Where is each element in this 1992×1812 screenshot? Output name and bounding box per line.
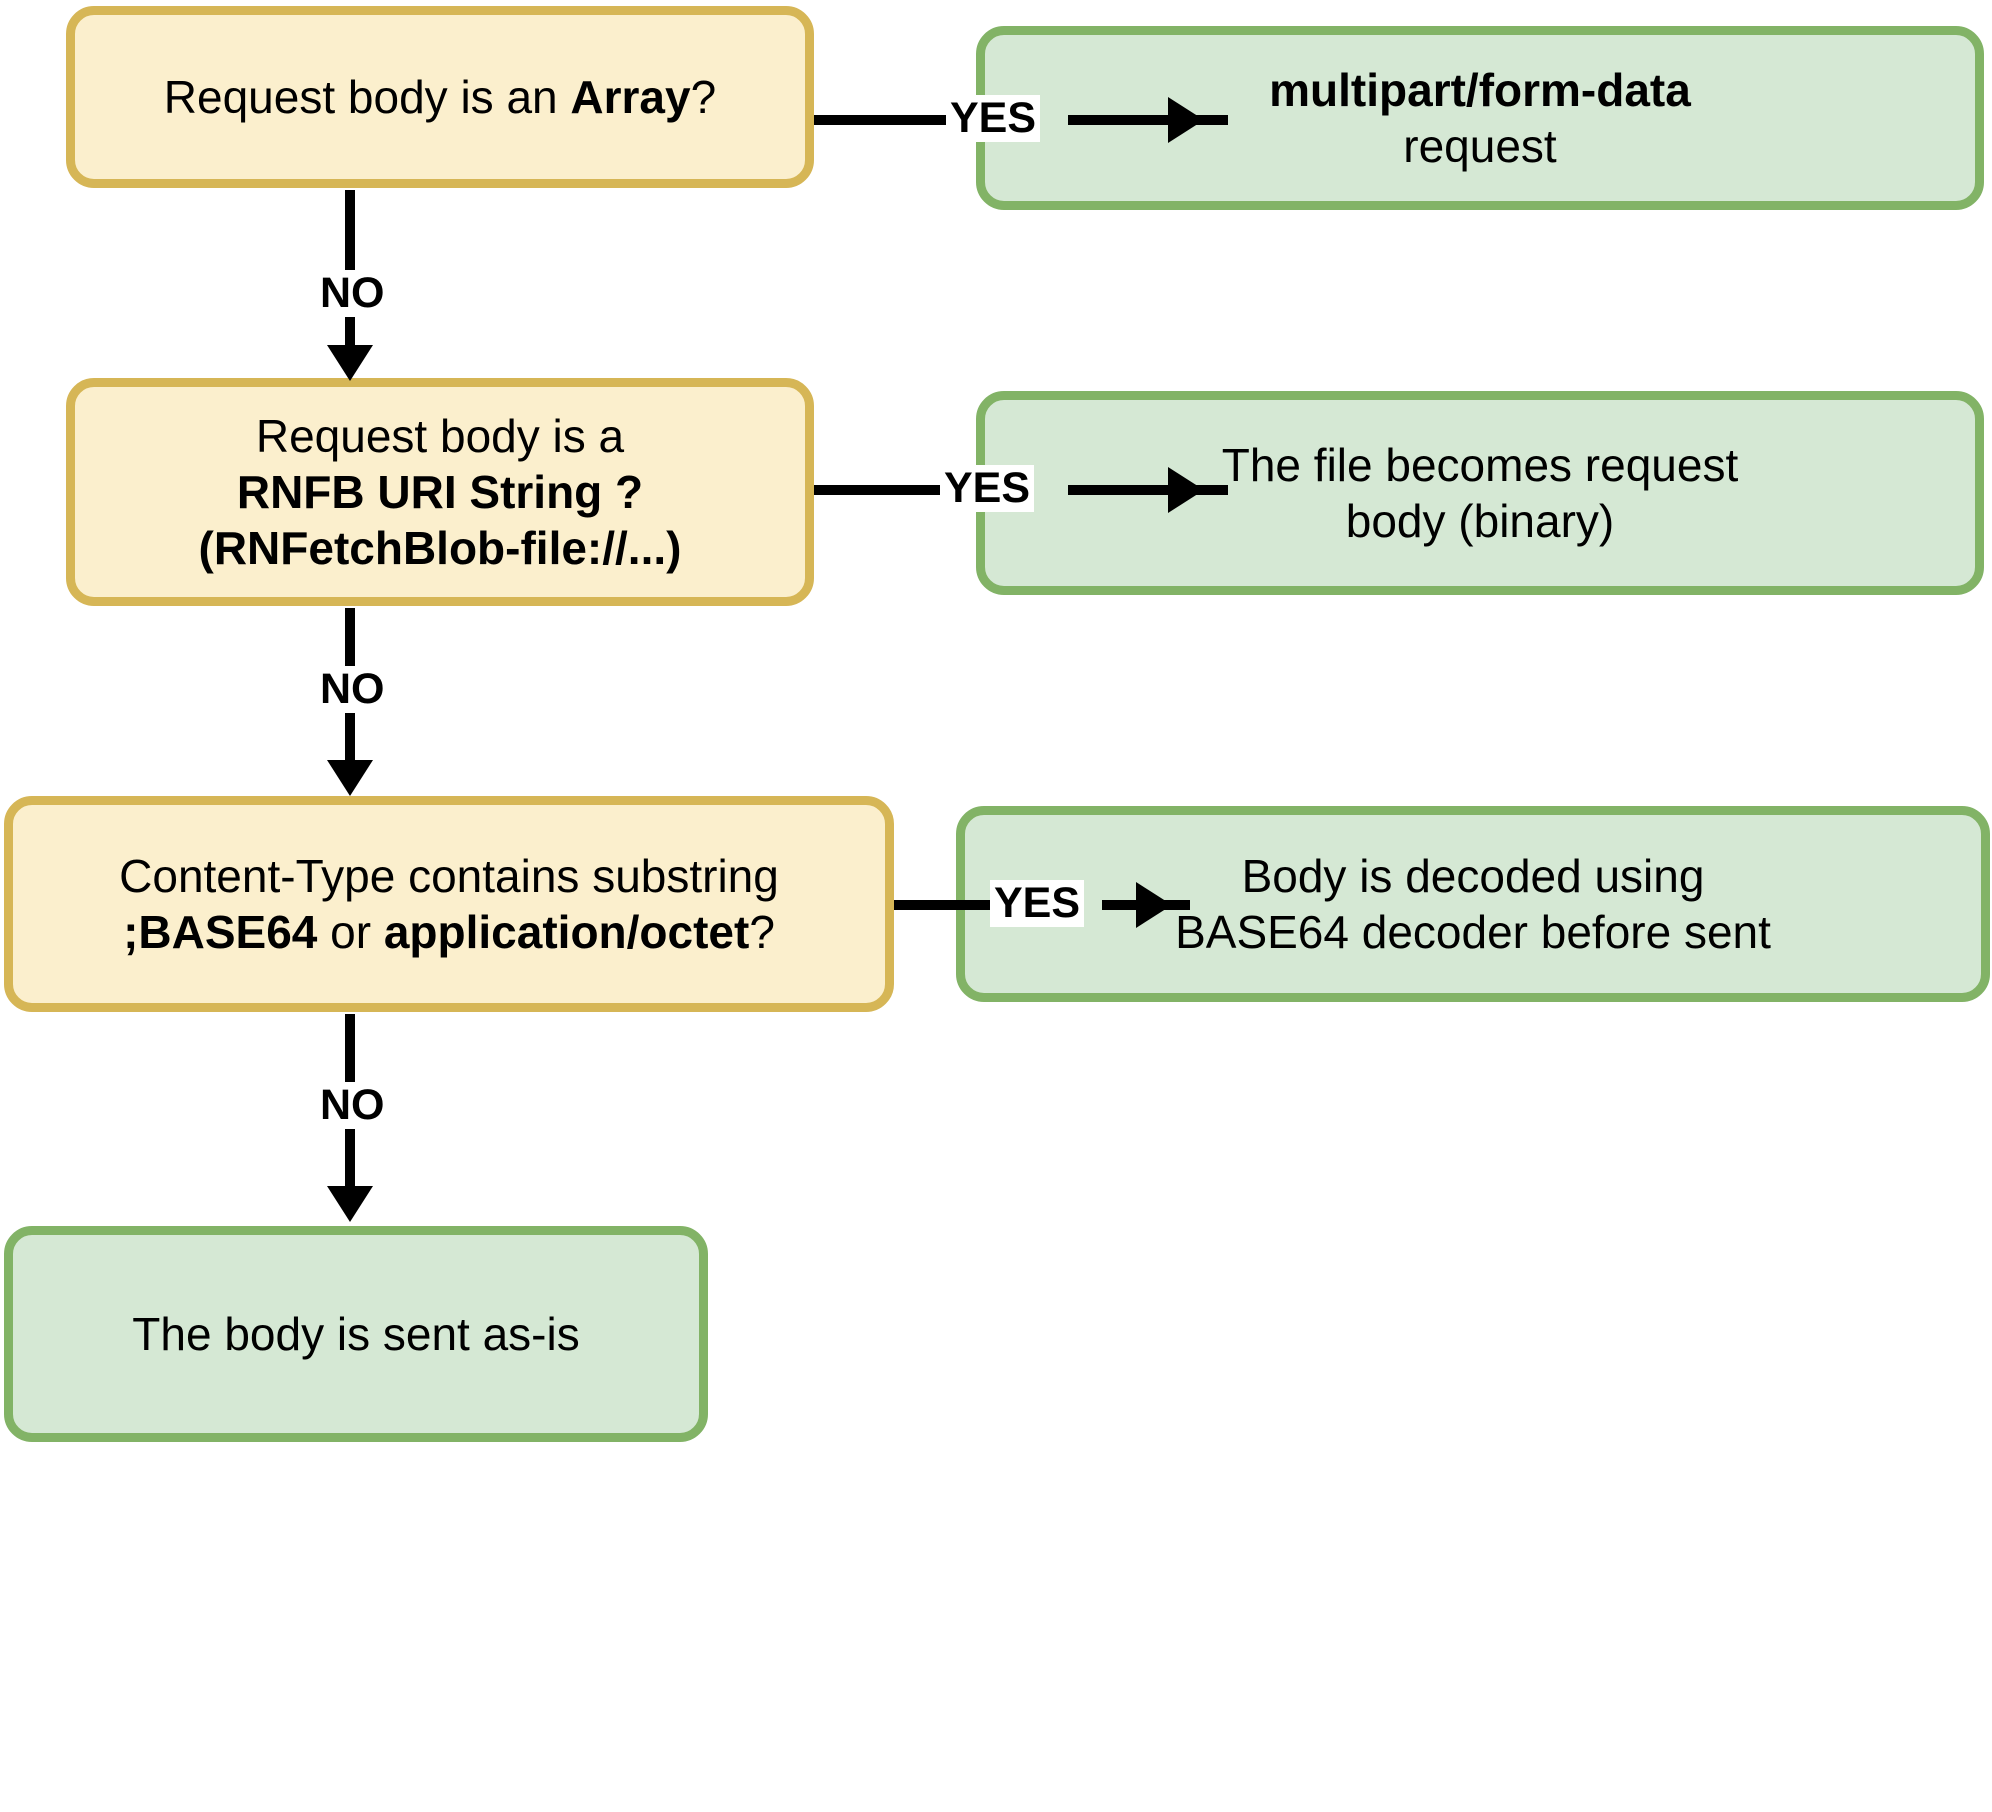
edge-yes-3-line-left <box>894 900 998 910</box>
content-type-check-line1: Content-Type contains substring <box>119 849 779 902</box>
content-type-check-tail: ? <box>749 906 775 958</box>
edge-label-yes-3: YES <box>990 880 1085 927</box>
decision-node-content-type-check-label: Content-Type contains substring;BASE64 o… <box>13 848 885 960</box>
decision-node-content-type-check: Content-Type contains substring;BASE64 o… <box>4 796 894 1012</box>
terminal-node-as-is-result-label: The body is sent as-is <box>13 1306 699 1362</box>
rnfb-check-line3: (RNFetchBlob-file://...) <box>198 522 682 575</box>
array-check-text-bold: Array <box>570 70 691 123</box>
content-type-check-plain: or <box>317 906 384 958</box>
edge-label-yes-1: YES <box>946 95 1041 142</box>
edge-no-2-arrowhead <box>327 760 373 796</box>
content-type-check-bold-a: ;BASE64 <box>123 906 318 958</box>
edge-label-no-2: NO <box>316 666 389 713</box>
base64-result-line1: Body is decoded using <box>1241 849 1705 902</box>
as-is-result-line1: The body is sent as-is <box>132 1307 580 1360</box>
edge-label-yes-2: YES <box>940 465 1035 512</box>
decision-node-array-check-label: Request body is an Array? <box>75 69 805 125</box>
multipart-result-line2: request <box>1403 120 1557 172</box>
edge-yes-1-line-left <box>814 115 954 125</box>
terminal-node-as-is-result: The body is sent as-is <box>4 1226 708 1442</box>
file-body-result-line2: body (binary) <box>1345 495 1615 547</box>
edge-no-3-arrowhead <box>327 1186 373 1222</box>
edge-yes-1-line-right <box>1068 115 1228 125</box>
decision-node-array-check: Request body is an Array? <box>66 6 814 188</box>
edge-label-no-1: NO <box>316 270 389 317</box>
array-check-text-tail: ? <box>690 70 717 123</box>
edge-yes-3-arrowhead <box>1136 882 1172 928</box>
array-check-text-plain: Request body is an <box>163 70 571 123</box>
edge-label-no-3: NO <box>316 1082 389 1129</box>
base64-result-line2: BASE64 decoder before sent <box>1175 906 1771 958</box>
edge-no-1-arrowhead <box>327 345 373 381</box>
rnfb-check-line1: Request body is a <box>255 409 625 462</box>
edge-yes-2-line-right <box>1068 485 1228 495</box>
rnfb-check-line2: RNFB URI String ? <box>236 465 644 518</box>
edge-yes-2-line-left <box>814 485 944 495</box>
edge-yes-1-arrowhead <box>1168 97 1204 143</box>
content-type-check-bold-b: application/octet <box>383 906 750 958</box>
file-body-result-line1: The file becomes request <box>1221 438 1739 491</box>
edge-yes-2-arrowhead <box>1168 467 1204 513</box>
multipart-result-line1: multipart/form-data <box>1269 63 1691 116</box>
